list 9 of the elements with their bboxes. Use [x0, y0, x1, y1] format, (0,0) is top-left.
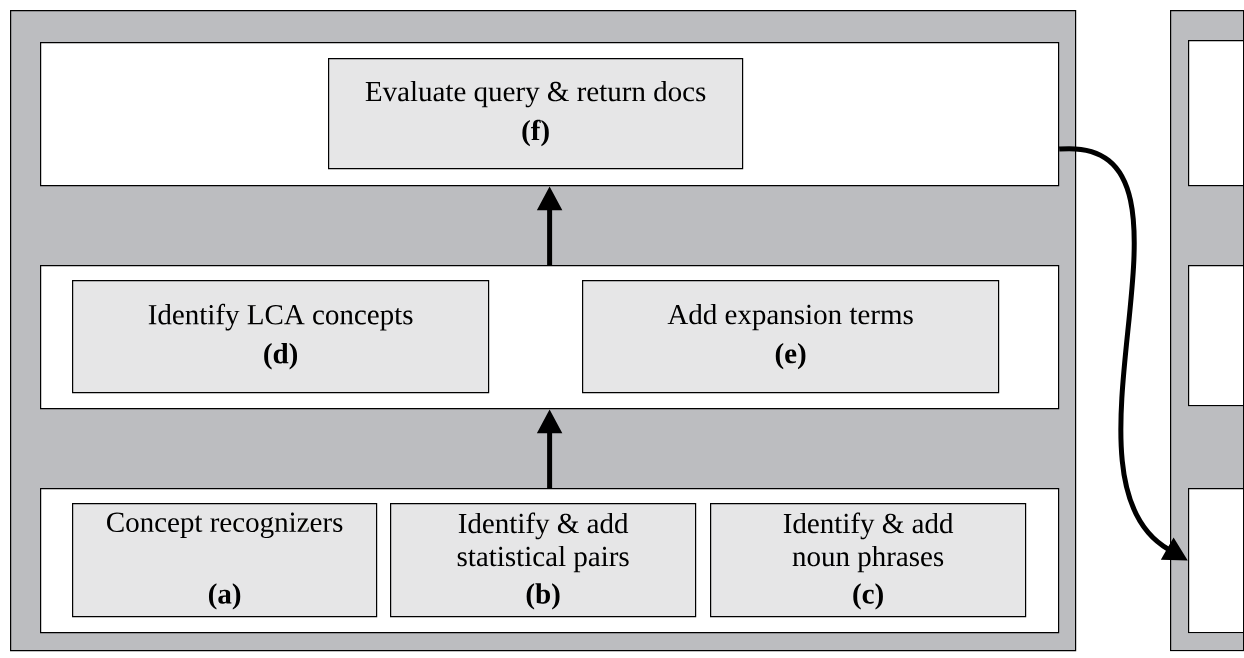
process-box: Identify & add noun phrases (c) — [710, 503, 1027, 618]
stage-band — [1188, 488, 1244, 634]
process-box: Identify LCA concepts (d) — [72, 280, 490, 394]
stage-band — [1188, 265, 1244, 407]
process-box: Identify & add statistical pairs (b) — [390, 503, 697, 618]
process-box: Add expansion terms (e) — [582, 280, 1000, 394]
stage-band — [1188, 40, 1244, 187]
process-box: Concept recognizers (a) — [72, 503, 378, 618]
process-box: Evaluate query & return docs (f) — [328, 58, 744, 170]
